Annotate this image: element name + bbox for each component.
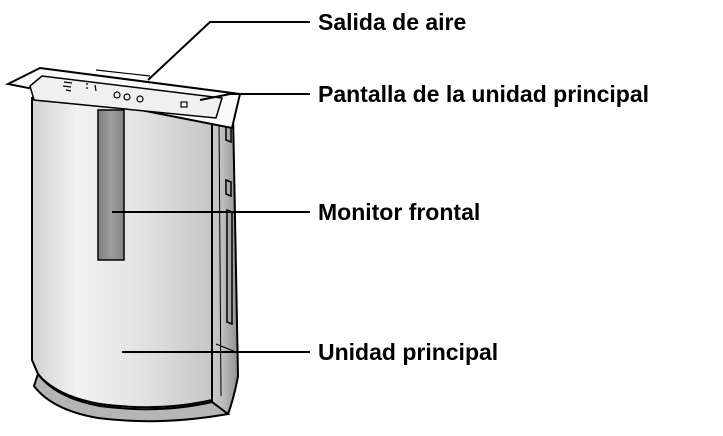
leader-line-air-outlet	[147, 21, 310, 81]
label-main-unit: Unidad principal	[318, 339, 498, 365]
top-panel-display	[29, 75, 223, 119]
base-rim	[32, 371, 231, 423]
mode-button-icon-2[interactable]	[123, 93, 131, 101]
mode-button-icon-1[interactable]	[113, 91, 121, 99]
side-panel-seam	[218, 117, 222, 397]
indicator-icon-3	[94, 84, 97, 92]
side-slot-middle	[225, 178, 232, 198]
side-lower-edge	[215, 343, 237, 353]
power-button-icon[interactable]	[180, 101, 188, 108]
purifier-illustration	[4, 66, 242, 423]
leader-line-main-display	[199, 93, 310, 101]
leader-lines	[112, 21, 310, 353]
label-main-display: Pantalla de la unidad principal	[318, 81, 649, 107]
indicator-icon-1	[62, 81, 73, 92]
label-air-outlet: Salida de aire	[318, 9, 466, 35]
air-outlet-grille	[95, 69, 151, 77]
label-front-monitor: Monitor frontal	[318, 199, 480, 225]
display-icons	[62, 81, 188, 108]
mode-button-icon-3[interactable]	[136, 95, 144, 103]
front-monitor-strip	[97, 109, 125, 261]
indicator-icon-2	[86, 83, 88, 89]
